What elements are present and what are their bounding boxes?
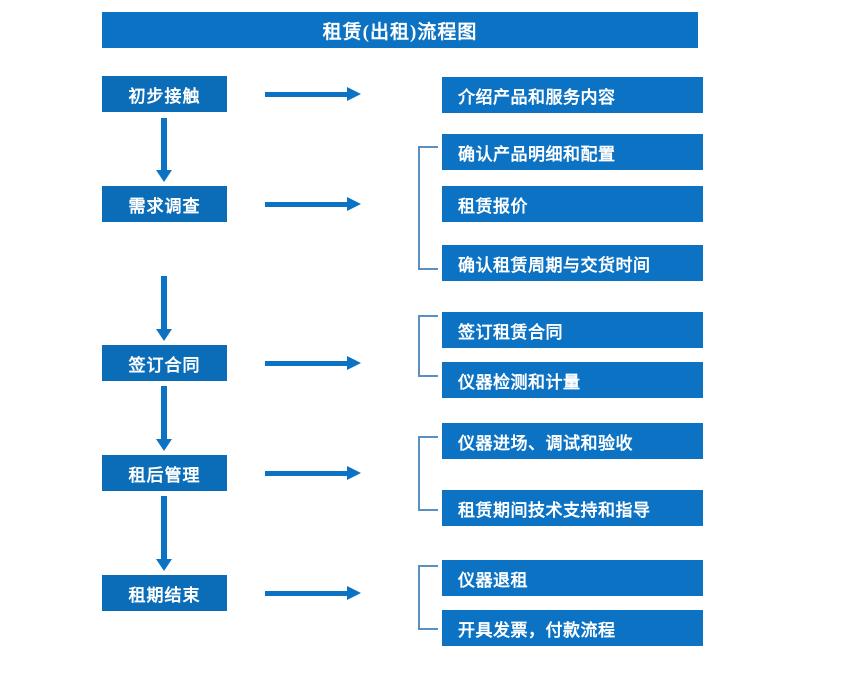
horizontal-arrow-stage2 (265, 197, 361, 211)
vertical-arrow-stage3-to-stage4 (156, 386, 172, 451)
detail-box-confirm-product-details-config[interactable]: 确认产品明细和配置 (442, 134, 703, 170)
horizontal-arrow-stage5 (265, 586, 361, 600)
group-bracket-post-rental-management (418, 436, 438, 511)
detail-box-technical-support-guidance[interactable]: 租赁期间技术支持和指导 (442, 490, 703, 526)
vertical-arrow-stage1-to-stage2 (156, 118, 172, 182)
horizontal-arrow-stage3 (265, 356, 361, 370)
detail-box-instrument-entry-commissioning-acceptance[interactable]: 仪器进场、调试和验收 (442, 423, 703, 459)
stage-box-post-rental-management[interactable]: 租后管理 (102, 455, 227, 491)
detail-box-confirm-rental-period-delivery[interactable]: 确认租赁周期与交货时间 (442, 245, 703, 281)
group-bracket-rental-end (418, 565, 438, 630)
vertical-arrow-stage4-to-stage5 (156, 496, 172, 571)
detail-box-introduce-products-services[interactable]: 介绍产品和服务内容 (442, 77, 703, 113)
detail-box-instrument-return[interactable]: 仪器退租 (442, 560, 703, 596)
horizontal-arrow-stage4 (265, 466, 361, 480)
horizontal-arrow-stage1 (265, 87, 361, 101)
stage-box-demand-survey[interactable]: 需求调查 (102, 186, 227, 222)
detail-box-instrument-inspection-metering[interactable]: 仪器检测和计量 (442, 362, 703, 398)
stage-box-rental-end[interactable]: 租期结束 (102, 575, 227, 611)
vertical-arrow-stage2-to-stage3 (156, 276, 172, 341)
detail-box-invoice-payment-process[interactable]: 开具发票，付款流程 (442, 610, 703, 646)
group-bracket-sign-contract (418, 315, 438, 377)
stage-box-sign-contract[interactable]: 签订合同 (102, 345, 227, 381)
group-bracket-demand-survey (418, 146, 438, 270)
page-title: 租赁(出租)流程图 (102, 12, 698, 48)
stage-box-initial-contact[interactable]: 初步接触 (102, 76, 227, 112)
detail-box-sign-rental-contract[interactable]: 签订租赁合同 (442, 312, 703, 348)
detail-box-rental-quotation[interactable]: 租赁报价 (442, 186, 703, 222)
